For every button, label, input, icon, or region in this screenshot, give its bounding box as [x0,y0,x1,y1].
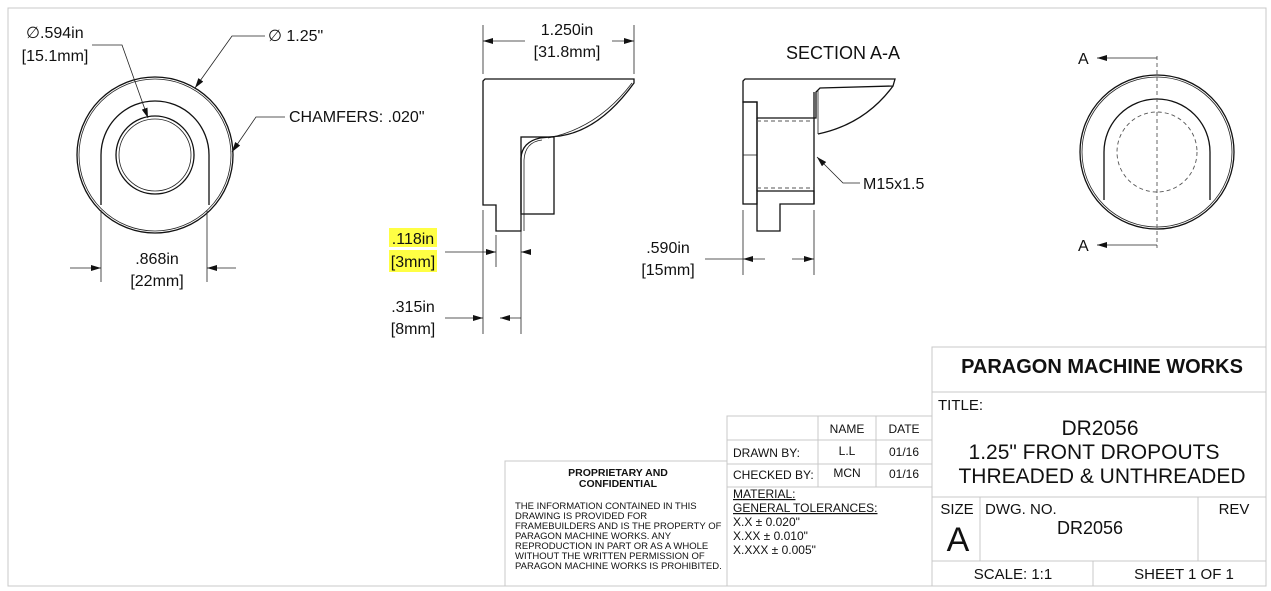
company-name: PARAGON MACHINE WORKS [961,356,1243,378]
length-label: 1.250in [541,22,594,39]
slot-outline [100,100,210,205]
proprietary-heading-0: PROPRIETARY AND [568,467,668,479]
cut-label-bottom: A [1078,238,1089,255]
title_block-size_label: SIZE [940,501,973,518]
drawing-number: DR2056 [1057,518,1123,538]
title-block: PARAGON MACHINE WORKS TITLE: DR2056 1.25… [931,346,1267,587]
side-inner-face [520,136,555,215]
drawing-title-line: DR2056 [1061,417,1138,440]
drawn-by-label: DRAWN BY: [733,446,800,460]
proprietary-heading-1: CONFIDENTIAL [579,478,658,490]
section-recess [742,101,758,205]
depth-label: .590in [646,240,690,257]
section-title: SECTION A-A [786,43,900,63]
approvals-rows-0-name: L.L [839,444,856,458]
approvals-tolerances-0: X.X ± 0.020" [733,515,800,529]
section-bottom-hatch [756,190,815,232]
approvals-tolerances-1: X.XX ± 0.010" [733,529,808,543]
slot-width-mm-label: [22mm] [130,273,183,290]
right-view: A A [1078,51,1235,255]
depth-mm-label: [15mm] [641,262,694,279]
section-view: SECTION A-A M15x1.5 .590in [15mm] [641,43,924,279]
approvals-headers-0: NAME [830,422,865,436]
proprietary-body-3: PARAGON MACHINE WORKS. ANY [515,531,672,542]
title_block-rev_label: REV [1219,501,1250,518]
step-label: .118in [392,231,434,248]
proprietary-body-2: FRAMEBUILDERS AND IS THE PROPERTY OF [515,521,722,532]
cut-label-top: A [1078,51,1089,68]
inner-bore [115,115,195,195]
hidden-bore [1116,111,1198,193]
drawing-title-line: 1.25" FRONT DROPOUTS [969,441,1220,464]
front-view: ∅ .594in [15.1mm] ∅ 1.25" CHAMFERS: .020… [22,25,425,290]
approvals-material: MATERIAL: [733,487,795,501]
proprietary-notice: PROPRIETARY AND CONFIDENTIAL THE INFORMA… [504,460,727,586]
title_block-dwg_no_label: DWG. NO. [985,501,1057,518]
approvals-rows-1-name: MCN [833,466,860,480]
inner-dia-label: .594in [40,25,84,42]
step-highlight [389,228,437,247]
slot-width-label: .868in [135,251,179,268]
checked-by-label: CHECKED BY: [733,468,814,482]
outer-dia-label: ∅ 1.25" [268,28,323,45]
proprietary-body-4: REPRODUCTION IN PART OR AS A WHOLE [515,541,708,552]
outer-circle [76,76,234,234]
drawing-title-line: THREADED & UNTHREADED [958,465,1245,488]
proprietary-body-1: DRAWING IS PROVIDED FOR [515,511,647,522]
approvals-tolerances_label: GENERAL TOLERANCES: [733,501,878,515]
inner-dia-prefix: ∅ [26,25,40,42]
approvals-rows-1-date: 01/16 [889,467,919,481]
thread-label: M15x1.5 [863,176,924,193]
proprietary-body-5: WITHOUT THE WRITTEN PERMISSION OF [515,551,705,562]
chamfer-label: CHAMFERS: .020" [289,109,425,126]
proprietary-body-6: PARAGON MACHINE WORKS IS PROHIBITED. [515,561,722,572]
sheet-size: A [947,521,970,559]
tab-label: .315in [391,299,435,316]
section-top-hatch [742,78,896,119]
sheet-number: SHEET 1 OF 1 [1134,566,1234,583]
side-profile [482,78,635,232]
inner-dia-mm-label: [15.1mm] [22,48,89,65]
tab-mm-label: [8mm] [391,321,435,338]
approvals-tolerances-2: X.XXX ± 0.005" [733,543,816,557]
sheet-border [7,7,1267,587]
scale: SCALE: 1:1 [974,566,1052,583]
approvals-block: NAME DATE DRAWN BY: L.L 01/16 CHECKED BY… [726,415,933,587]
proprietary-body-0: THE INFORMATION CONTAINED IN THIS [515,501,697,512]
title_block-title_label: TITLE: [938,397,983,414]
step-mm-label: [3mm] [391,254,435,271]
approvals-rows-0-date: 01/16 [889,445,919,459]
approvals-headers-1: DATE [888,422,919,436]
side-view: 1.250in [31.8mm] .118in [3mm] .315in [8m… [389,22,635,338]
length-mm-label: [31.8mm] [534,44,601,61]
